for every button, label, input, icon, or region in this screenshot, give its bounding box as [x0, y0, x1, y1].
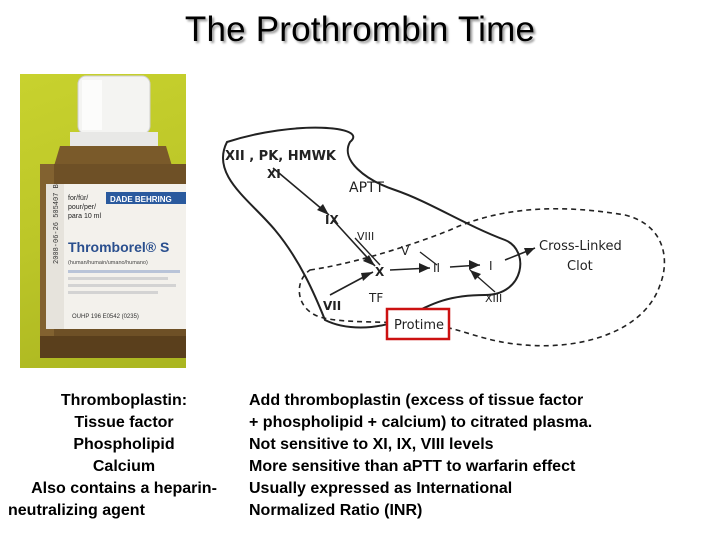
label-xii-pk-hmwk: XII , PK, HMWK [225, 149, 337, 164]
right-text-line: Not sensitive to XI, IX, VIII levels [249, 436, 494, 453]
bottle-brand: DADE BEHRING [110, 195, 172, 204]
arrow-xi-to-ix [272, 167, 330, 216]
left-text-line: Thromboplastin: [60, 392, 188, 409]
label-aptt: APTT [349, 180, 384, 196]
left-text-line: Tissue factor [74, 414, 174, 431]
label-v: V [401, 244, 410, 258]
label-x: X [375, 265, 385, 279]
page-title: The Prothrombin Time [184, 10, 536, 49]
protime-method-description: Add thromboplastin (excess of tissue fac… [249, 390, 709, 522]
right-text-line: Normalized Ratio (INR) [249, 502, 423, 519]
label-xi: XI [267, 167, 281, 181]
label-i: I [489, 259, 493, 273]
bottle-lang-3: para 10 ml [68, 213, 102, 220]
arrow-viii-to-x [354, 237, 381, 266]
bottle-lang-1: for/für/ [68, 195, 88, 202]
bottle-product: Thromborel® S [68, 239, 169, 255]
protime-boundary [298, 207, 666, 347]
bottle-illustration: DADE BEHRING for/für/ pour/per/ para 10 … [40, 75, 186, 358]
thromboplastin-description: Thromboplastin: Tissue factor Phospholip… [8, 390, 240, 522]
label-ix: IX [325, 213, 339, 227]
label-tf: TF [368, 291, 383, 305]
label-clot-line1: Cross-Linked [539, 239, 622, 254]
right-text-line: Usually expressed as International [249, 480, 513, 497]
left-text-line: Also contains a heparin- [31, 480, 217, 497]
label-vii: VII [323, 299, 341, 313]
label-protime: Protime [394, 318, 444, 333]
bottle-lot: 2008-06-26 505407 B [53, 184, 61, 264]
right-text-line: Add thromboplastin (excess of tissue fac… [249, 392, 584, 409]
protime-box [385, 307, 451, 341]
left-text-line: neutralizing agent [8, 502, 145, 519]
bottle-sub: (human/humain/umano/humano) [68, 260, 148, 266]
label-ii: II [433, 261, 440, 275]
left-text-line: Calcium [92, 458, 156, 475]
aptt-boundary [221, 126, 522, 329]
label-clot-line2: Clot [567, 259, 593, 274]
label-viii: VIII [357, 230, 374, 243]
bottle-code: OUHP 196 E0542 (0235) [72, 314, 139, 320]
reagent-bottle-photo: DADE BEHRING for/für/ pour/per/ para 10 … [20, 74, 186, 368]
left-text-line: Phospholipid [73, 436, 175, 453]
label-xiii: XIII [485, 292, 502, 305]
right-text-line: + phospholipid + calcium) to citrated pl… [249, 414, 593, 431]
coagulation-cascade-diagram: XII , PK, HMWK XI APTT IX VIII V X II I … [221, 126, 666, 347]
arrow-v-to-ii [419, 251, 438, 266]
bottle-lang-2: pour/per/ [68, 204, 96, 211]
right-text-line: More sensitive than aPTT to warfarin eff… [249, 458, 576, 475]
